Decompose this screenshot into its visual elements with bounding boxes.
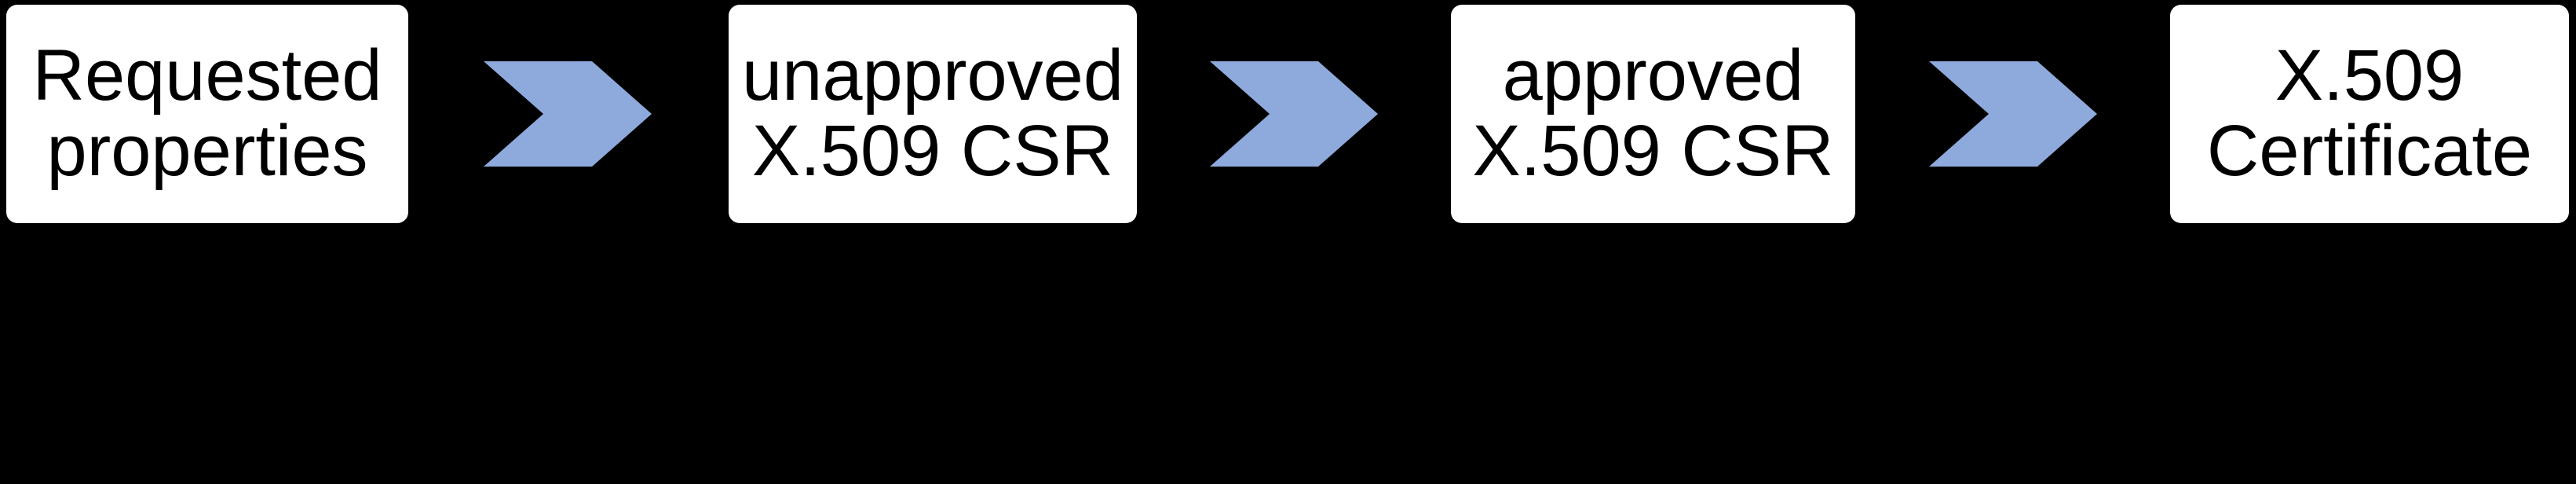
step-label-line: Requested (32, 35, 382, 116)
chevron-right-icon (1210, 61, 1378, 167)
step-label-line: properties (46, 111, 368, 191)
step-label-line: X.509 (2275, 35, 2465, 116)
step-label-line: unapproved (742, 35, 1124, 116)
chevron-right-icon-shape (1929, 61, 2097, 167)
step-label-line: Certificate (2206, 111, 2533, 191)
chevron-right-icon-shape (1210, 61, 1378, 167)
step-label-line: approved (1502, 35, 1804, 116)
step-box-requested-properties: Requested properties (6, 5, 408, 223)
chevron-right-icon (484, 61, 652, 167)
step-label-line: X.509 CSR (751, 111, 1114, 191)
chevron-right-icon (1929, 61, 2097, 167)
chevron-right-icon-shape (484, 61, 652, 167)
step-box-unapproved-csr: unapproved X.509 CSR (729, 5, 1137, 223)
step-label-line: X.509 CSR (1472, 111, 1834, 191)
step-box-x509-certificate: X.509 Certificate (2170, 5, 2569, 223)
step-box-approved-csr: approved X.509 CSR (1451, 5, 1855, 223)
